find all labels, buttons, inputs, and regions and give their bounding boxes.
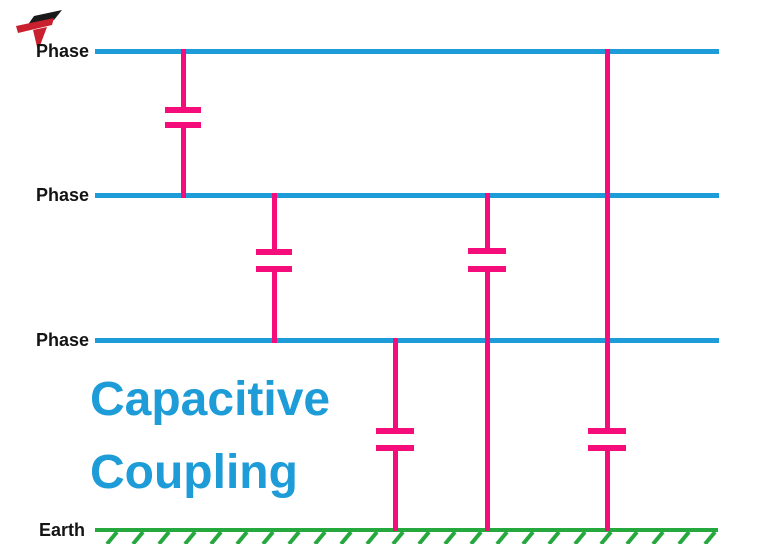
phase-line-3: [95, 338, 719, 343]
logo-red-bar: [16, 18, 54, 33]
cap-phase1-earth-plate-top: [588, 428, 626, 434]
cap-phase2-earth-wire-bottom: [485, 266, 490, 531]
phase-line-1: [95, 49, 719, 54]
cap-phase2-phase3-wire-top: [272, 193, 277, 255]
phase2-label: Phase: [35, 185, 89, 205]
phase3-label: Phase: [35, 330, 89, 350]
title-line-2: Coupling: [90, 446, 298, 499]
earth-hatch-fill: [100, 532, 718, 544]
cap-phase2-earth-plate-top: [468, 248, 506, 254]
earth-line: [95, 528, 718, 532]
cap-phase3-earth-wire-bottom: [393, 445, 398, 531]
cap-phase1-phase2-plate-bottom: [165, 122, 201, 128]
cap-phase2-earth-plate-bottom: [468, 266, 506, 272]
phase1-label: Phase: [35, 41, 89, 61]
cap-phase1-earth-wire-bottom: [605, 445, 610, 531]
cap-phase2-phase3-plate-top: [256, 249, 292, 255]
earth-label: Earth: [38, 520, 85, 540]
title-capacitive-coupling: Capacitive Coupling: [90, 363, 330, 509]
cap-phase1-phase2-wire-bottom: [181, 122, 186, 198]
cap-phase3-earth-plate-bottom: [376, 445, 414, 451]
cap-phase1-earth-wire-top: [605, 49, 610, 434]
cap-phase3-earth-plate-top: [376, 428, 414, 434]
phase-line-2: [95, 193, 719, 198]
cap-phase2-phase3-wire-bottom: [272, 266, 277, 343]
title-line-1: Capacitive: [90, 373, 331, 426]
earth-hatching: [100, 532, 718, 544]
cap-phase1-earth-plate-bottom: [588, 445, 626, 451]
cap-phase1-phase2-wire-top: [181, 49, 186, 113]
cap-phase2-phase3-plate-bottom: [256, 266, 292, 272]
logo-red-stem: [33, 27, 47, 51]
cap-phase1-phase2-plate-top: [165, 107, 201, 113]
cap-phase3-earth-wire-top: [393, 338, 398, 434]
electrical-technology-logo-icon: [16, 10, 62, 51]
cap-phase2-earth-wire-top: [485, 193, 490, 254]
